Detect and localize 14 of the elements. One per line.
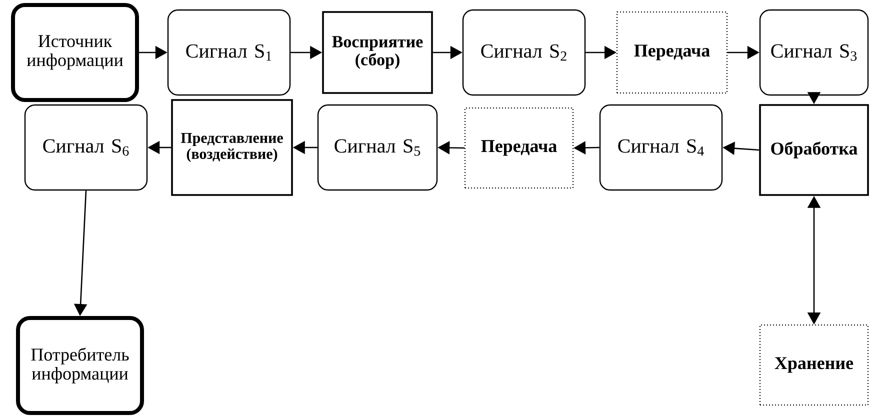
signal-box: Сигнал S$_{2}$	[462, 9, 586, 96]
transfer-box: Передача	[616, 12, 728, 94]
transfer-box: Хранение	[760, 324, 868, 406]
terminal-box: Источник информации	[11, 3, 139, 102]
signal-box: Сигнал S$_{4}$	[599, 104, 723, 191]
signal-box: Сигнал S$_{5}$	[317, 104, 438, 191]
transfer-box: Передача	[464, 108, 574, 188]
terminal-box: Потребитель информации	[16, 316, 144, 415]
signal-box: Сигнал S$_{6}$	[24, 104, 148, 191]
signal-box: Сигнал S$_{1}$	[167, 9, 291, 96]
signal-box: Сигнал S$_{3}$	[759, 9, 869, 96]
process-box: Восприятие (сбор)	[322, 11, 433, 94]
process-box: Представление (воздействие)	[171, 99, 293, 196]
process-box: Обработка	[759, 104, 869, 196]
